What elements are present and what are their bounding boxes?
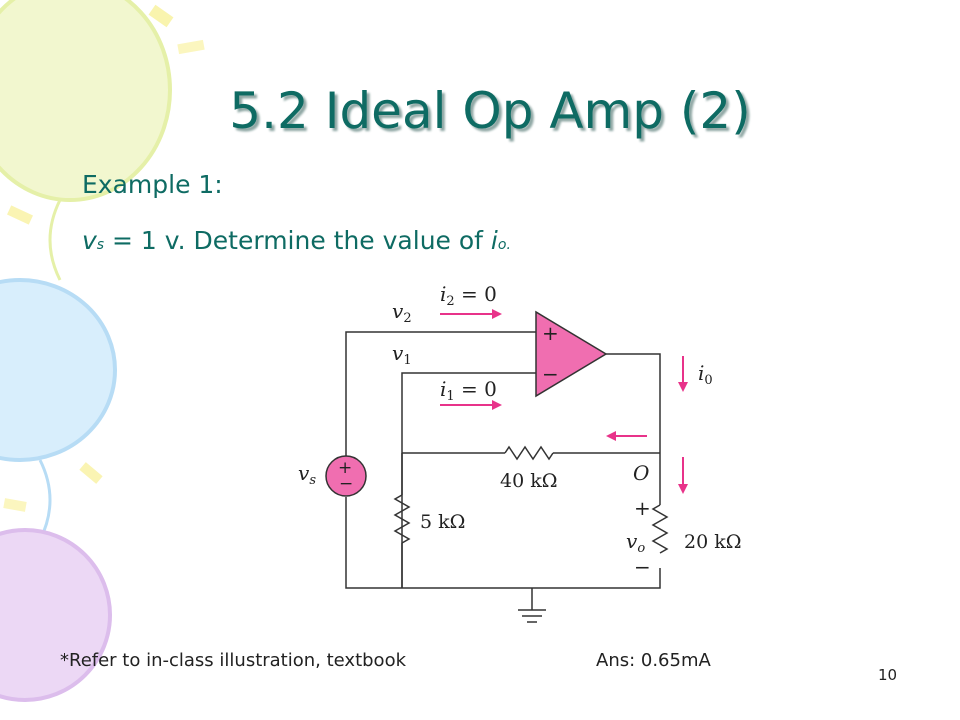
vo-plus-sign: + xyxy=(634,496,651,520)
label-40k: 40 kΩ xyxy=(500,470,557,492)
footnote-text: *Refer to in-class illustration, textboo… xyxy=(60,650,407,671)
opamp-plus-sign: + xyxy=(542,321,559,345)
voltage-source-symbol xyxy=(325,455,367,497)
circuit-wires xyxy=(345,331,669,623)
label-node-o: O xyxy=(633,461,649,485)
source-plus-sign: + xyxy=(338,458,352,478)
label-20k: 20 kΩ xyxy=(684,531,741,553)
label-5k: 5 kΩ xyxy=(420,511,465,533)
problem-var-sub: s xyxy=(96,237,105,253)
balloon-yellow-green xyxy=(0,0,172,281)
label-v1: v1 xyxy=(392,341,412,368)
label-i1: i1 = 0 xyxy=(440,377,497,404)
problem-var: v xyxy=(82,226,97,255)
label-i2: i2 = 0 xyxy=(440,282,497,309)
source-minus-sign: − xyxy=(339,474,353,494)
opamp-minus-sign: − xyxy=(542,362,559,386)
label-v2: v2 xyxy=(392,299,412,326)
answer-text: Ans: 0.65mA xyxy=(596,650,711,671)
problem-statement: vs = 1 v. Determine the value of io. xyxy=(82,226,511,255)
label-vs: vs xyxy=(298,461,316,488)
vo-minus-sign: − xyxy=(634,555,651,579)
label-i0: i0 xyxy=(698,361,713,388)
problem-text: = 1 v. Determine the value of xyxy=(104,226,491,255)
label-vo: vo xyxy=(626,529,645,556)
op-amp-symbol xyxy=(535,310,608,398)
problem-out-sub: o. xyxy=(497,237,511,253)
balloon-purple xyxy=(0,528,112,702)
example-label: Example 1: xyxy=(82,170,223,199)
current-arrows xyxy=(440,309,688,494)
slide-title: 5.2 Ideal Op Amp (2) xyxy=(229,82,751,140)
page-number: 10 xyxy=(878,666,898,684)
problem-out: i xyxy=(490,226,498,255)
